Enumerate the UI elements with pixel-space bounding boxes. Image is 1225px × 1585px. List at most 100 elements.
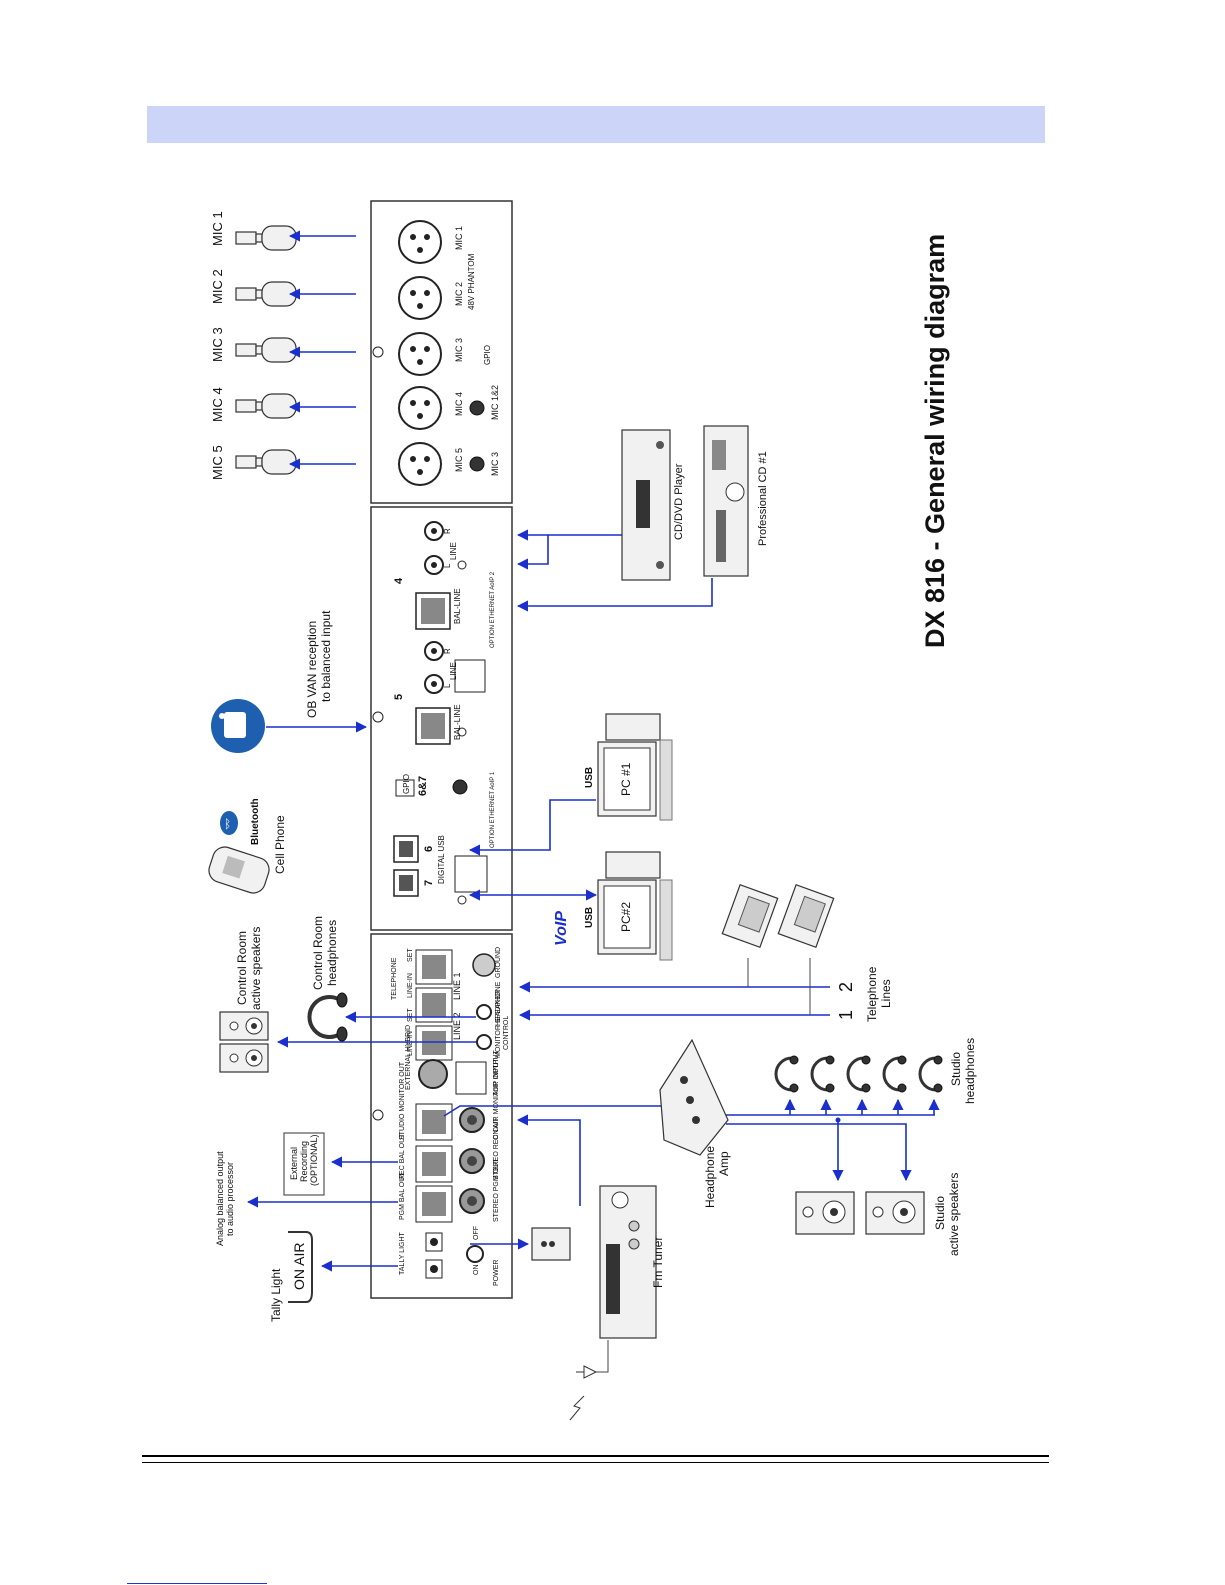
studio-headphones-icon [774, 1055, 943, 1093]
professional-cd-icon [703, 425, 749, 577]
fm-tuner-label: Fm Tuner [651, 1237, 665, 1288]
ob-van-icon [211, 699, 265, 753]
cd-dvd-player-icon [621, 429, 671, 581]
headphone-amp-icon [659, 1038, 729, 1156]
panel-l5-label: L [443, 683, 452, 688]
footer-link-underline [127, 1583, 267, 1584]
on-air-sign-icon [288, 1231, 313, 1303]
panel-ch4-label: 4 [393, 577, 405, 584]
panel-mic2-label: MIC 2 [454, 282, 464, 306]
headphone-amp-label-line2: Amp [717, 1151, 731, 1176]
panel-gpio2-label: GPIO [402, 774, 411, 794]
panel-mic5-label: MIC 5 [454, 448, 464, 472]
cell-phone-label: Cell Phone [273, 815, 287, 874]
mic1-icon [235, 225, 297, 251]
analog-out-label-line2: to audio processor [225, 1162, 235, 1236]
ob-van-label-line2: to balanced input [319, 610, 333, 702]
cr-headphones-label-line2: headphones [325, 920, 339, 986]
page-title: DX 816 - General wiring diagram [920, 234, 950, 648]
panel-ch5-label: 5 [393, 694, 405, 700]
panel-mic4-label: MIC 4 [454, 392, 464, 416]
external-rec-label-line2: Recording [299, 1141, 309, 1182]
mic-panel-labels: MIC 1 MIC 2 MIC 3 MIC 4 MIC 5 48V PHANTO… [454, 226, 500, 476]
mic5-label: MIC 5 [210, 445, 225, 480]
panel-balline4-label: BAL-LINE [453, 588, 462, 624]
studio-speakers-label: Studio active speakers [933, 1173, 961, 1256]
pc1-icon: USB [584, 713, 673, 821]
fm-tuner-icon [599, 1185, 657, 1339]
panel-mic12-label: MIC 1&2 [490, 385, 500, 420]
panel-headphone-label: HEADPHONE [495, 981, 502, 1026]
external-rec-label-line1: External [289, 1147, 299, 1180]
bluetooth-label: Bluetooth [250, 798, 261, 845]
mic3-icon [235, 337, 297, 363]
panel-balline5-label: BAL-LINE [453, 704, 462, 740]
panel-linein2-label: LINE-IN [407, 1031, 414, 1056]
on-air-label: ON AIR [291, 1243, 307, 1290]
external-recording-box [283, 1132, 325, 1196]
section-header-bar [147, 106, 1045, 143]
panel-stereo-rec-label: STEREO REC OUT [493, 1117, 500, 1180]
tel-num2-label: 2 [836, 982, 856, 992]
line-usb-panel-contents [372, 521, 488, 905]
pc1-label: PC #1 [619, 762, 633, 796]
cr-speakers-label-line2: active speakers [249, 927, 263, 1010]
power-supply-icon [531, 1227, 571, 1261]
panel-r4-label: R [443, 528, 452, 534]
panel-mic3b-label: MIC 3 [490, 452, 500, 476]
tel-num1-label: 1 [836, 1010, 856, 1020]
external-rec-label-line3: (OPTIONAL) [309, 1134, 319, 1186]
cr-headphones-label-line1: Control Room [311, 916, 325, 990]
output-panel-labels: TELEPHONE SET LINE-IN SET LINE-IN LINE 1… [391, 947, 510, 1286]
external-recording-label: External Recording (OPTIONAL) [289, 1134, 319, 1186]
telephone-lines-label: Telephone Lines [865, 966, 893, 1022]
ob-van-label-line1: OB VAN reception [305, 621, 319, 718]
mic4-icon [235, 393, 297, 419]
cr-headphones-label: Control Room headphones [311, 916, 339, 990]
studio-headphones-label-line1: Studio [949, 1052, 963, 1086]
panel-gpio-label: GPIO [483, 345, 492, 365]
mic2-icon [235, 281, 297, 307]
panel-set1-label: SET [407, 948, 414, 962]
studio-speakers-label-line1: Studio [933, 1196, 947, 1230]
panel-line1-label: LINE 1 [452, 972, 462, 1000]
cd-dvd-label: CD/DVD Player [673, 463, 685, 540]
panel-l4-label: L [443, 563, 452, 568]
footer-rule [142, 1455, 1049, 1457]
panel-rec-bal-label: REC BAL OUT [399, 1133, 406, 1180]
usb1-label: USB [584, 767, 595, 788]
control-room-speakers-icon [219, 1011, 269, 1073]
xlr-connectors [372, 220, 485, 486]
studio-speakers-label-line2: active speakers [947, 1173, 961, 1256]
panel-pgm-bal-label: PGM BAL OUT [399, 1172, 406, 1220]
studio-headphones-label: Studio headphones [949, 1038, 977, 1104]
microphones [235, 225, 297, 475]
panel-ch67-label: 6&7 [417, 776, 429, 796]
panel-control-label: CONTROL [503, 1016, 510, 1050]
panel-mic3-label: MIC 3 [454, 338, 464, 362]
studio-speakers-icon [795, 1191, 925, 1235]
panel-aoip-output-label: AoIP OUTPUT [493, 1050, 500, 1096]
panel-linein1-label: LINE-IN [407, 973, 414, 998]
panel-studio-mon-label: STUDIO MONITOR OUT [399, 1061, 406, 1140]
bluetooth-icon: ᛒ [220, 811, 238, 835]
panel-on-air-mon-label: ON AIR MONITOR INPUT [493, 1058, 500, 1140]
output-panel-contents [372, 949, 496, 1279]
mic3-label: MIC 3 [210, 327, 225, 362]
line-usb-panel-labels: 4 5 LINE LINE BAL-LINE BAL-LINE L R L R … [393, 528, 496, 886]
control-room-headphones-icon [307, 992, 348, 1042]
telephone-label-line1: Telephone [865, 966, 879, 1022]
footer-rule-thin [142, 1462, 1049, 1463]
headphone-amp-label: Headphone Amp [703, 1146, 731, 1208]
panel-option-eth1-label: OPTION ETHERNET AoIP 1 [490, 771, 496, 848]
panel-line5-label: LINE [449, 662, 458, 680]
headphone-amp-label-line1: Headphone [703, 1146, 717, 1208]
panel-digital-usb-label: DIGITAL USB [437, 835, 446, 884]
voip-label: VoIP [553, 911, 570, 946]
analog-output-label: Analog balanced output to audio processo… [215, 1151, 235, 1246]
cell-phone-icon [208, 846, 270, 894]
panel-ext-hybrid-label: EXTERNAL HYBRID [405, 1025, 412, 1090]
ob-van-label: OB VAN reception to balanced input [305, 610, 333, 718]
panel-phantom-label: 48V PHANTOM [467, 253, 476, 310]
